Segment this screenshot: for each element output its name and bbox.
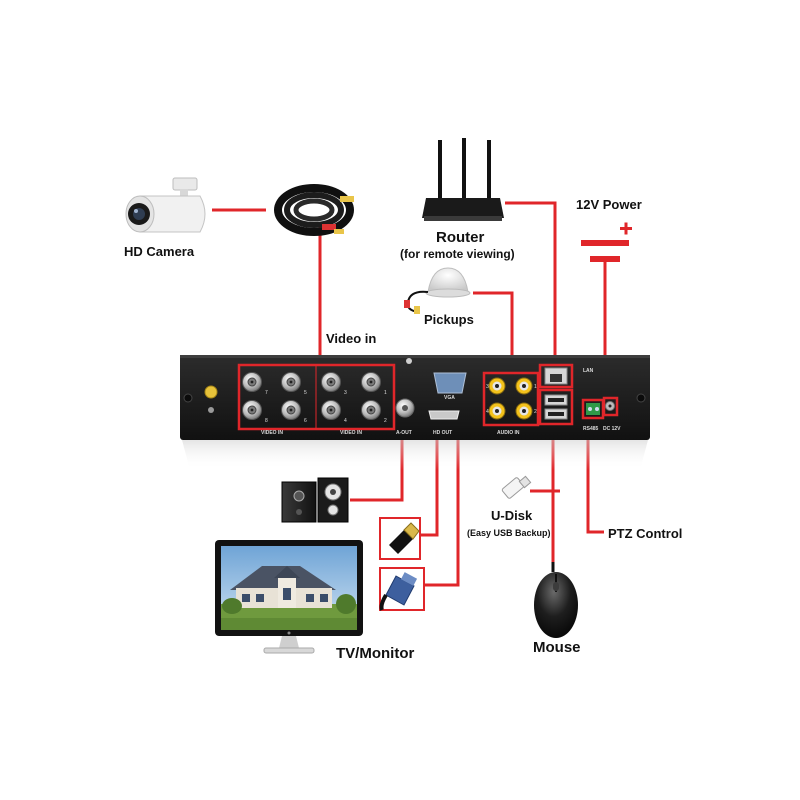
- bnc-connector: [242, 372, 262, 392]
- hdmi-port: [428, 410, 460, 420]
- ptz-label: PTZ Control: [608, 526, 683, 541]
- bnc-number: 2: [384, 418, 387, 424]
- mouse-label: Mouse: [533, 639, 581, 656]
- rca-number: 2: [534, 409, 537, 415]
- video-in-label: Video in: [326, 331, 377, 346]
- rca-number: 1: [534, 384, 537, 390]
- router-label: Router: [436, 229, 485, 246]
- a-out-label: A-OUT: [396, 430, 412, 436]
- tv-monitor-icon: [215, 540, 363, 654]
- video-in-label-1: VIDEO IN: [261, 430, 283, 436]
- lan-label: LAN: [583, 368, 594, 374]
- hdmi-plug-icon: [389, 522, 420, 554]
- hdmi-plug-box: [379, 517, 421, 560]
- coax-cable-icon: [274, 184, 354, 236]
- bnc-number: 8: [265, 418, 268, 424]
- udisk-icon: [501, 475, 532, 499]
- hd-camera-label: HD Camera: [124, 244, 195, 259]
- tv-monitor-label: TV/Monitor: [336, 645, 415, 662]
- mouse-icon: [534, 562, 578, 638]
- pickups-label: Pickups: [424, 312, 474, 327]
- bnc-number: 7: [265, 390, 268, 396]
- audio-in-label: AUDIO IN: [497, 430, 520, 436]
- rca-number: 3: [486, 384, 489, 390]
- wire-router-to-lan: [505, 201, 557, 372]
- dc12v-label: DC 12V: [603, 426, 621, 432]
- hd-camera-icon: [125, 177, 206, 233]
- bnc-connector: [321, 372, 341, 392]
- dvr-back-panel: 7 5 3 1 8 6 4 2 3 1 4 2: [180, 355, 650, 470]
- vga-plug-box: [379, 567, 425, 611]
- bnc-number: 3: [344, 390, 347, 396]
- wire-pickups-to-audio-in: [473, 291, 514, 372]
- bnc-connector: [361, 400, 381, 420]
- bnc-number: 6: [304, 418, 307, 424]
- bnc-connectors: 7 5 3 1 8 6 4 2: [242, 372, 387, 424]
- pickup-microphone-icon: [404, 267, 471, 314]
- speakers-icon: [281, 477, 349, 523]
- bnc-connector: [321, 400, 341, 420]
- router-icon: [422, 138, 504, 221]
- rca-jack: [488, 377, 506, 395]
- rca-connectors: 3 1 4 2: [486, 377, 537, 420]
- video-in-label-2: VIDEO IN: [340, 430, 362, 436]
- vga-port: [433, 372, 467, 394]
- udisk-sublabel: (Easy USB Backup): [467, 528, 551, 538]
- vga-plug-icon: [379, 572, 418, 611]
- rca-number: 4: [486, 409, 489, 415]
- bnc-connector: [281, 372, 301, 392]
- hd-out-label: HD OUT: [433, 430, 453, 436]
- rs485-label: RS485: [583, 426, 599, 432]
- bnc-connector: [361, 372, 381, 392]
- power-label: 12V Power: [576, 197, 642, 212]
- vga-label: VGA: [444, 395, 455, 401]
- rca-jack: [488, 402, 506, 420]
- bnc-connector: [281, 400, 301, 420]
- rs485-terminal: [586, 403, 600, 415]
- bnc-number: 4: [344, 418, 347, 424]
- bnc-number: 5: [304, 390, 307, 396]
- router-sublabel: (for remote viewing): [400, 247, 515, 261]
- power-symbol-icon: [581, 222, 632, 280]
- rca-jack: [515, 402, 533, 420]
- rca-jack: [515, 377, 533, 395]
- bnc-number: 1: [384, 390, 387, 396]
- bnc-connector: [242, 400, 262, 420]
- udisk-label: U-Disk: [491, 508, 533, 523]
